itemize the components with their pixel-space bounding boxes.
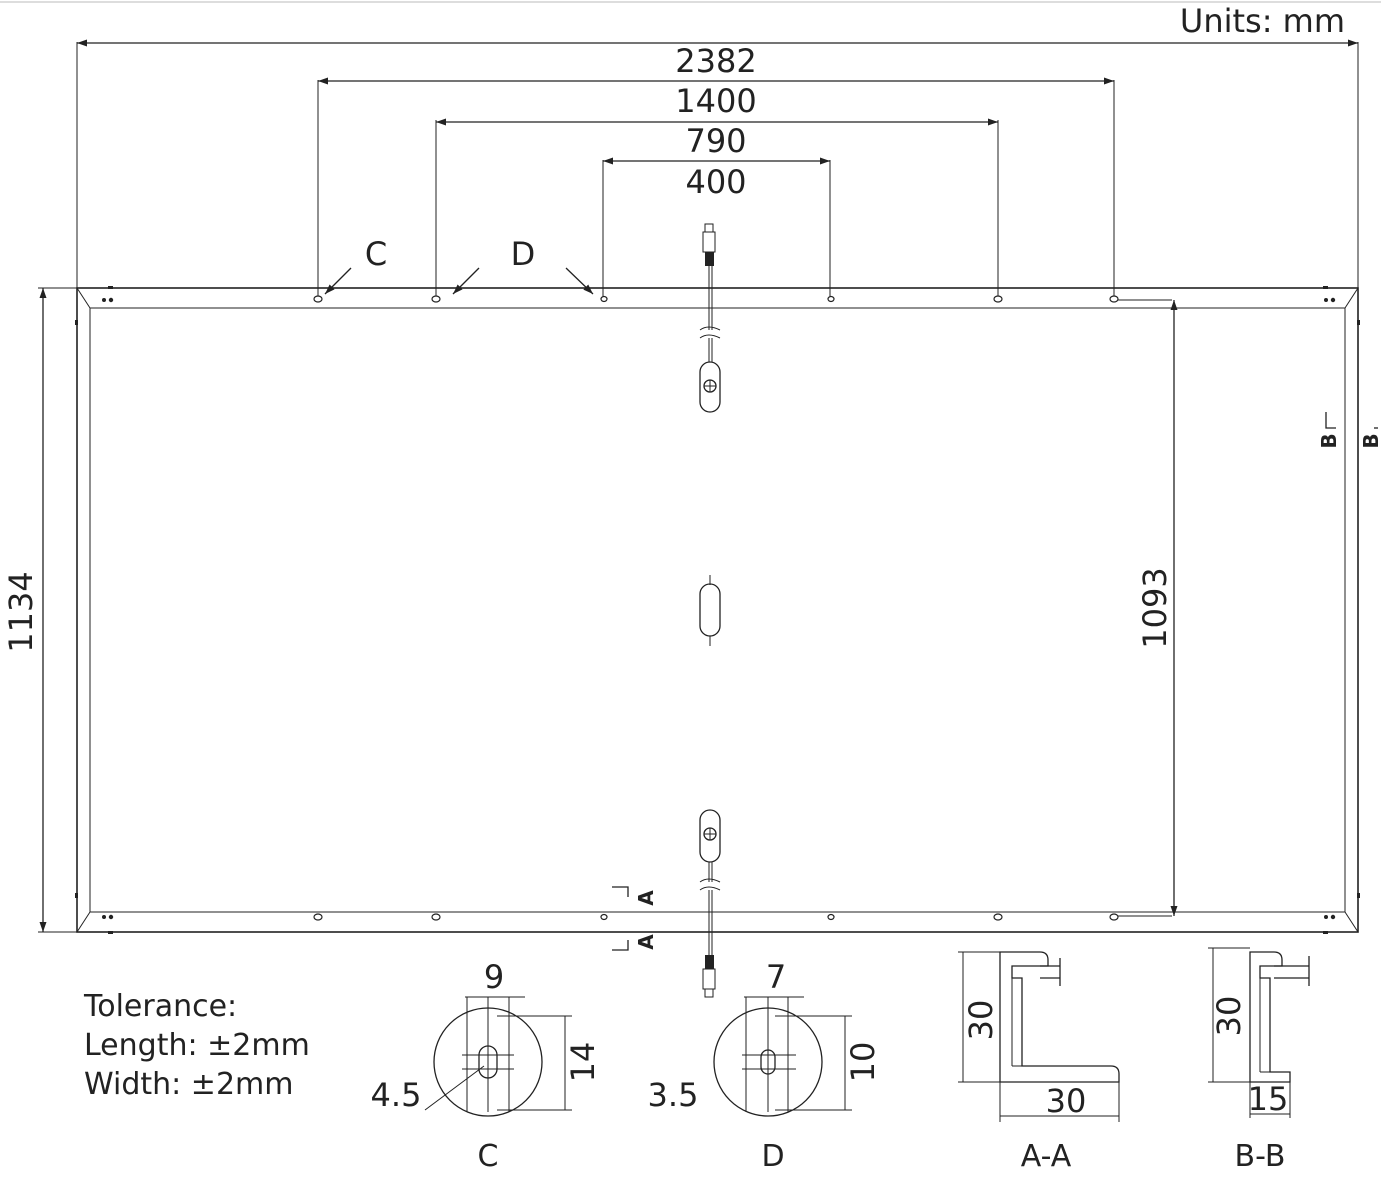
- middle-hole-span-value: 790: [685, 122, 746, 160]
- detail-d-slot-width: 7: [766, 958, 786, 996]
- section-mark-b-left: B: [1317, 433, 1341, 448]
- detail-c-slot-radius: 4.5: [371, 1076, 422, 1114]
- section-mark-b: B B: [1317, 412, 1381, 449]
- center-junction-box: [699, 575, 721, 646]
- section-aa-label: A-A: [1021, 1139, 1072, 1174]
- callout-d-leader-2: [565, 267, 594, 295]
- dimension-inner-hole-span: 400: [602, 157, 831, 298]
- detail-c-slot-length: 14: [564, 1042, 602, 1083]
- mounting-holes-bottom: [313, 913, 1119, 921]
- section-aa-height: 30: [962, 1000, 1000, 1041]
- section-b-b: 30 15 B-B: [1208, 947, 1310, 1174]
- detail-c-slot-width: 9: [484, 958, 504, 996]
- callout-d-leader-1: [452, 267, 480, 295]
- callout-c-leader: [324, 267, 352, 295]
- dimension-middle-hole-span: 790: [435, 118, 999, 298]
- section-mark-b-right: B: [1359, 433, 1381, 448]
- top-connector-cable: [699, 223, 721, 413]
- detail-c-label: C: [478, 1139, 499, 1174]
- section-bb-height: 30: [1210, 996, 1248, 1037]
- overall-length-value: 2382: [675, 42, 756, 80]
- section-bb-label: B-B: [1235, 1139, 1286, 1174]
- tolerance-width: Width: ±2mm: [84, 1067, 293, 1102]
- tolerance-length: Length: ±2mm: [84, 1028, 310, 1063]
- detail-d-slot-length: 10: [844, 1042, 882, 1083]
- outer-hole-span-value: 1400: [675, 82, 756, 120]
- section-aa-flange-width: 30: [1046, 1082, 1087, 1120]
- callout-d-label: D: [511, 235, 536, 273]
- dimension-overall-length: 2382: [76, 39, 1359, 288]
- section-mark-a-lower: A: [634, 934, 658, 950]
- dimension-outer-hole-span: 1400: [317, 77, 1115, 298]
- detail-c: 9 14 4.5 C: [371, 958, 602, 1174]
- section-mark-a: A A: [612, 886, 658, 951]
- section-bb-flange-width: 15: [1248, 1080, 1289, 1118]
- dimension-hole-row-spacing: 1093: [1116, 299, 1178, 917]
- inner-hole-span-value: 400: [685, 163, 746, 201]
- section-a-a: 30 30 A-A: [958, 951, 1120, 1174]
- section-mark-a-upper: A: [634, 890, 658, 906]
- detail-d-slot-radius: 3.5: [648, 1076, 699, 1114]
- detail-d: 7 10 3.5 D: [648, 958, 882, 1174]
- detail-d-label: D: [761, 1139, 784, 1174]
- dimension-overall-width: 1134: [2, 287, 80, 933]
- hole-row-spacing-value: 1093: [1136, 567, 1174, 648]
- callout-c-label: C: [365, 235, 387, 273]
- module-frame: [75, 286, 1360, 934]
- mounting-holes-top: [313, 295, 1119, 303]
- overall-width-value: 1134: [2, 571, 40, 652]
- units-label: Units: mm: [1180, 2, 1345, 40]
- tolerance-title: Tolerance:: [83, 989, 237, 1024]
- bottom-connector-cable: [699, 809, 721, 998]
